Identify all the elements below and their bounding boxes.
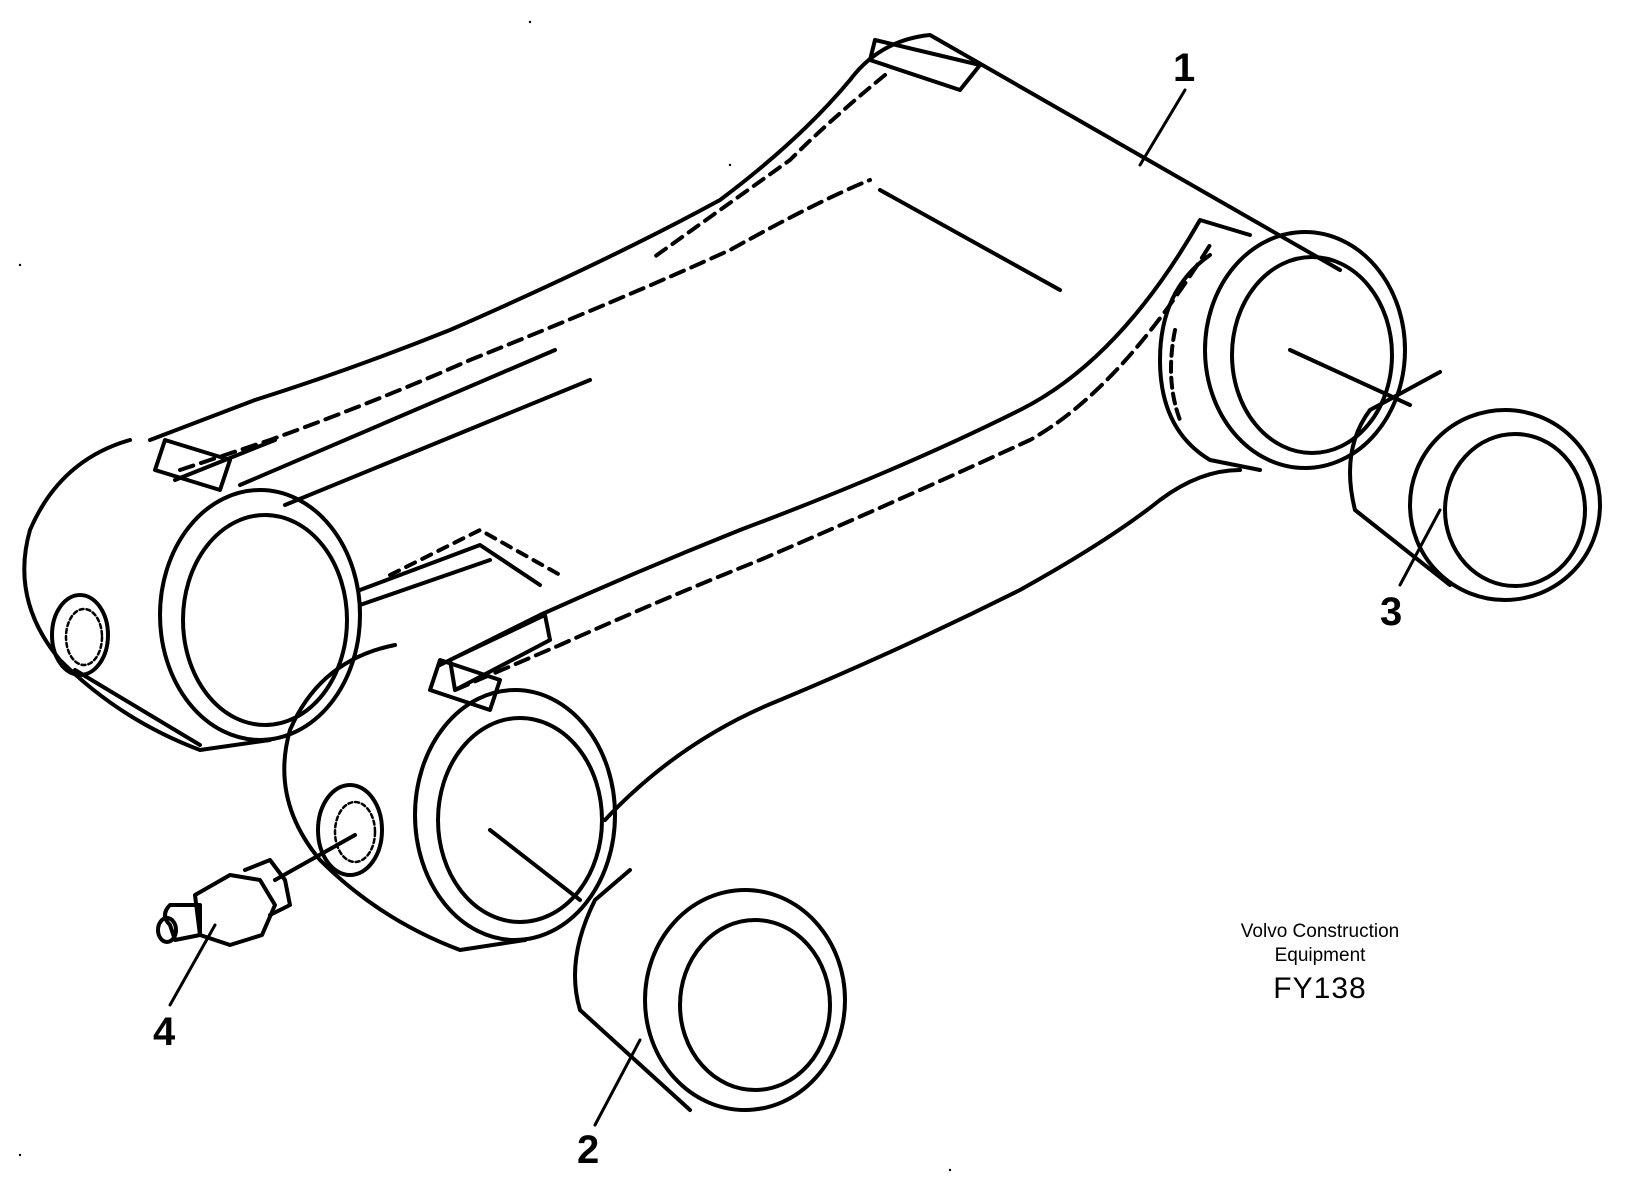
- near-left-boss-body: [282, 643, 527, 952]
- bushing-right: [1288, 348, 1602, 602]
- bushing-lower: [488, 828, 847, 1112]
- grease-nipple-body: [193, 873, 277, 947]
- bushing-right-body: [1348, 370, 1452, 587]
- bushing-lower-axis: [488, 828, 582, 902]
- near-left-grease-port: [316, 783, 384, 877]
- right-boss-outer: [1203, 230, 1407, 470]
- grease-nipple-axis: [273, 833, 357, 882]
- h-link-body: [22, 33, 1407, 952]
- bushing-right-end: [1408, 408, 1602, 602]
- leader-line-2: [593, 1038, 642, 1127]
- near-side-plate-bottom: [603, 468, 1242, 822]
- grease-nipple-tip: [156, 916, 178, 944]
- right-boss-bore: [1230, 255, 1394, 455]
- far-left-grease-port-inner: [64, 607, 104, 667]
- far-left-boss-outer: [158, 488, 362, 742]
- near-left-grease-port-inner: [333, 800, 377, 864]
- far-left-boss-bottom: [73, 668, 202, 747]
- near-left-boss-tab: [428, 658, 502, 712]
- credit-line-2: Equipment: [1274, 945, 1366, 966]
- grease-nipple: [156, 833, 357, 947]
- bushing-right-axis: [1288, 348, 1412, 407]
- near-plate-top-edge: [448, 613, 552, 692]
- right-boss-inner-edge: [1169, 328, 1182, 422]
- credit-line-1: Volvo Construction: [1240, 921, 1400, 942]
- near-left-boss-outer: [413, 688, 617, 942]
- far-plate-top-edge: [868, 38, 982, 92]
- bushing-lower-end: [643, 888, 847, 1112]
- far-side-plate-top: [148, 33, 1342, 442]
- far-plate-rib: [648, 73, 887, 262]
- callout-3: 3: [1380, 590, 1403, 634]
- far-left-grease-port: [50, 593, 110, 677]
- far-left-boss-bore: [181, 513, 349, 727]
- leader-line-4: [168, 923, 217, 1007]
- bushing-lower-body: [573, 868, 692, 1112]
- grease-nipple-thread: [243, 858, 292, 917]
- far-side-plate-face: [173, 348, 592, 507]
- bushing-lower-bore: [678, 918, 832, 1092]
- grease-nipple-head: [163, 903, 202, 942]
- figure-code: FY138: [1273, 972, 1367, 1005]
- near-side-plate-top: [438, 218, 1252, 667]
- near-side-plate-inner: [453, 243, 1212, 692]
- callout-2: 2: [577, 1128, 600, 1172]
- leader-line-1: [1138, 88, 1187, 167]
- scan-specks: [18, 20, 952, 1172]
- bushing-right-bore: [1443, 432, 1587, 588]
- right-boss-body: [1158, 253, 1262, 472]
- leader-lines: [168, 88, 1442, 1127]
- leader-line-3: [1398, 508, 1442, 587]
- far-side-plate-inner: [178, 178, 872, 472]
- callout-1: 1: [1173, 46, 1196, 90]
- far-left-boss-body: [22, 438, 272, 752]
- manufacturer-credit: Volvo Construction Equipment FY138: [1170, 920, 1470, 1006]
- cross-plate-dash: [388, 528, 562, 577]
- near-left-boss-bore: [436, 716, 604, 924]
- cross-plate: [358, 188, 1062, 607]
- far-left-boss-tab: [153, 438, 232, 492]
- callout-4: 4: [153, 1010, 176, 1054]
